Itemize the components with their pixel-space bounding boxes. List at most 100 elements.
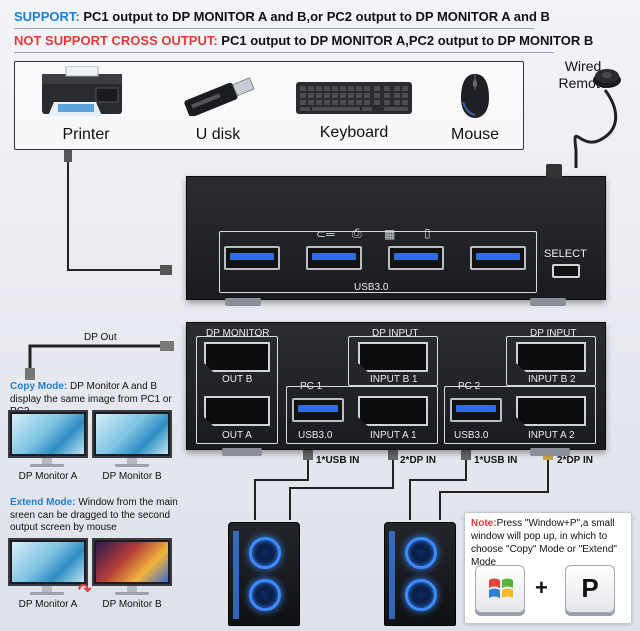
dp-in-label-2: 2*DP IN [557, 455, 593, 466]
kvm-foot [530, 298, 566, 306]
out-a-label: OUT A [222, 430, 252, 441]
wired-remote-label: Wired Remote [538, 58, 628, 92]
header-divider [14, 28, 534, 29]
input-b2-frame [506, 336, 596, 386]
dp-port-input-b1[interactable] [358, 342, 428, 372]
output-frame [196, 336, 278, 444]
kvm-front-unit [186, 176, 606, 300]
keyboard-label: Keyboard [319, 124, 389, 141]
pc1-tower [228, 522, 300, 626]
kvm-foot [222, 448, 262, 456]
select-button[interactable] [552, 264, 580, 278]
usb30-pc2-label: USB3.0 [454, 430, 489, 441]
wired-remote-line1: Wired [564, 58, 602, 74]
extend-monitor-b-label: DP Monitor B [102, 599, 162, 610]
dp-input-label-2: DP INPUT [530, 328, 577, 339]
monitor-base [30, 464, 64, 467]
usb30-pc1-label: USB3.0 [298, 430, 333, 441]
support-text: PC1 output to DP MONITOR A and B,or PC2 … [79, 9, 550, 24]
p-key: P [565, 565, 615, 613]
not-support-text: PC1 output to DP MONITOR A,PC2 output to… [217, 33, 594, 48]
keyboard-small-icon: ▦ [384, 227, 396, 241]
not-support-line: NOT SUPPORT CROSS OUTPUT: PC1 output to … [14, 33, 593, 48]
usb-port-2[interactable] [306, 246, 362, 270]
usb-drive-small-icon: ⊂═ [316, 227, 335, 241]
printer-icon [36, 65, 128, 122]
usb-port-4[interactable] [470, 246, 526, 270]
monitor-base [30, 592, 64, 595]
keyboard-icon [294, 80, 414, 116]
header-divider-2 [14, 52, 554, 53]
pc2-frame [444, 386, 596, 444]
kvm-foot [225, 298, 261, 306]
usb-port-1[interactable] [224, 246, 280, 270]
dp-monitor-label: DP MONITOR [206, 328, 270, 339]
extend-monitor-a-label: DP Monitor A [18, 599, 78, 610]
mouse-small-icon: ▯ [424, 226, 431, 240]
dp-port-input-a1[interactable] [358, 396, 428, 426]
input-b2-label: INPUT B 2 [528, 374, 576, 385]
monitor-stand [42, 458, 52, 464]
monitor-stand [127, 586, 137, 592]
dp-in-label-1: 2*DP IN [400, 455, 436, 466]
remote-jack [546, 164, 562, 178]
copy-mode-key: Copy Mode: [10, 381, 68, 392]
pc2-tower [384, 522, 456, 626]
note-text: Note:Press "Window+P",a small window wil… [471, 517, 629, 569]
usb-in-label-2: 1*USB IN [474, 455, 518, 466]
pc1-frame [286, 386, 438, 444]
monitor-base [115, 464, 149, 467]
support-key: SUPPORT: [14, 9, 80, 24]
input-b1-label: INPUT B 1 [370, 374, 418, 385]
remote-button-icon [590, 62, 624, 90]
monitor-stand [42, 586, 52, 592]
extend-mode-key: Extend Mode: [10, 497, 76, 508]
dp-port-out-a[interactable] [204, 396, 270, 426]
monitor-stand [127, 458, 137, 464]
dp-port-input-b2[interactable] [516, 342, 586, 372]
input-b1-frame [348, 336, 438, 386]
monitor-base [115, 592, 149, 595]
input-a1-label: INPUT A 1 [370, 430, 417, 441]
copy-monitor-b [92, 410, 172, 458]
usb-in-label-1: 1*USB IN [316, 455, 360, 466]
copy-monitor-b-label: DP Monitor B [102, 471, 162, 482]
note-panel: Note:Press "Window+P",a small window wil… [464, 512, 632, 624]
usb-port-pc1[interactable] [292, 398, 344, 422]
out-b-label: OUT B [222, 374, 253, 385]
usb-drive-icon [176, 76, 260, 118]
pc1-label: PC 1 [300, 381, 323, 392]
note-key: Note: [471, 518, 497, 529]
printer-small-icon: ⎙ [352, 226, 362, 240]
extend-mode-desc: Window from the main sreen can be dragge… [10, 497, 178, 533]
usb30-label: USB3.0 [354, 282, 389, 293]
mouse-icon [458, 72, 492, 120]
dp-port-input-a2[interactable] [516, 396, 586, 426]
printer-label: Printer [62, 126, 110, 143]
windows-key [475, 565, 525, 613]
copy-monitor-a [8, 410, 88, 458]
mouse-label: Mouse [450, 126, 500, 143]
note-desc: Press "Window+P",a small window will pop… [471, 518, 617, 568]
usb-frame [219, 231, 537, 293]
dp-out-label: DP Out [84, 332, 117, 343]
usb-port-3[interactable] [388, 246, 444, 270]
plus-sign: + [535, 575, 548, 600]
extend-monitor-b [92, 538, 172, 586]
kvm-foot [530, 448, 570, 456]
drag-arrow-icon: ↷ [78, 582, 92, 599]
dp-input-label-1: DP INPUT [372, 328, 419, 339]
select-label: SELECT [544, 248, 587, 260]
support-line: SUPPORT: PC1 output to DP MONITOR A and … [14, 9, 550, 24]
usb-drive-label: U disk [195, 126, 241, 143]
pc2-label: PC 2 [458, 381, 481, 392]
usb-port-pc2[interactable] [450, 398, 502, 422]
dp-port-out-b[interactable] [204, 342, 270, 372]
not-support-key: NOT SUPPORT CROSS OUTPUT: [14, 33, 218, 48]
input-a2-label: INPUT A 2 [528, 430, 575, 441]
windows-logo-icon [489, 578, 513, 598]
extend-monitor-a [8, 538, 88, 586]
extend-mode-text: Extend Mode: Window from the main sreen … [10, 497, 190, 535]
copy-monitor-a-label: DP Monitor A [18, 471, 78, 482]
